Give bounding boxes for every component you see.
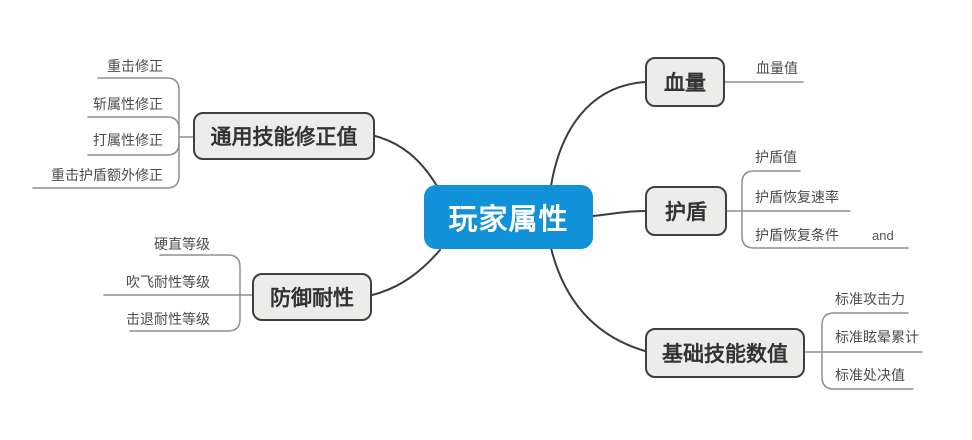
branch-topic-shield[interactable]: 护盾	[645, 186, 727, 236]
child-topic-shield-value[interactable]: 护盾值	[755, 149, 797, 165]
child-topic-hitstun-level[interactable]: 硬直等级	[154, 236, 210, 252]
child-lines-common-skill-modifiers-outer	[32, 77, 180, 189]
child-line-strike-attr-modifier	[87, 142, 180, 156]
branch-topic-base-skill-values[interactable]: 基础技能数值	[645, 328, 805, 378]
branch-line-common-skill-modifiers	[374, 135, 438, 187]
branch-line-shield	[592, 210, 646, 217]
child-topic-shield-regen-rate[interactable]: 护盾恢复速率	[755, 189, 839, 205]
child-topic-knockup-resistance-level[interactable]: 吹飞耐性等级	[126, 274, 210, 290]
child-topic-hp-value[interactable]: 血量值	[756, 60, 798, 76]
child-lines-base-skill-values-outer	[821, 312, 914, 390]
branch-line-base-skill-values	[550, 247, 646, 352]
child-topic-heavy-hit-shield-extra-modifier[interactable]: 重击护盾额外修正	[51, 167, 163, 183]
central-topic[interactable]: 玩家属性	[424, 185, 593, 249]
child-line-slash-attr-modifier	[87, 116, 180, 130]
child-topic-standard-execution-value[interactable]: 标准处决值	[835, 367, 905, 383]
branch-line-hp	[550, 81, 646, 187]
child-topic-knockback-resistance-level[interactable]: 击退耐性等级	[126, 311, 210, 327]
branch-topic-hp[interactable]: 血量	[645, 57, 725, 107]
branch-topic-common-skill-modifiers[interactable]: 通用技能修正值	[193, 112, 375, 160]
branch-line-defense-resistance	[371, 249, 441, 296]
and-annotation: and	[872, 228, 894, 243]
child-lines-shield-outer	[741, 170, 909, 249]
child-lines-defense-resistance-outer	[129, 254, 241, 332]
child-topic-heavy-hit-modifier[interactable]: 重击修正	[107, 58, 163, 74]
child-topic-shield-regen-condition[interactable]: 护盾恢复条件	[755, 227, 839, 243]
child-topic-slash-attr-modifier[interactable]: 斩属性修正	[93, 96, 163, 112]
child-topic-standard-attack-power[interactable]: 标准攻击力	[835, 291, 905, 307]
branch-topic-defense-resistance[interactable]: 防御耐性	[252, 273, 372, 321]
child-topic-standard-stun-accumulation[interactable]: 标准眩晕累计	[835, 329, 919, 345]
child-topic-strike-attr-modifier[interactable]: 打属性修正	[93, 132, 163, 148]
